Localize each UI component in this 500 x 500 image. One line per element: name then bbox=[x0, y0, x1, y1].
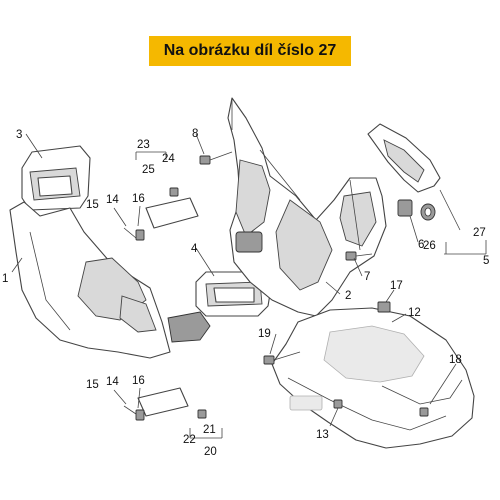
callout-5: 5 bbox=[483, 255, 489, 267]
callout-22: 22 bbox=[183, 434, 196, 446]
callout-4: 4 bbox=[191, 243, 198, 255]
callout-15b: 15 bbox=[86, 379, 99, 391]
part-1-front-shield bbox=[9, 201, 211, 359]
part-12-lower-panel bbox=[271, 307, 475, 449]
part-25-panel bbox=[145, 197, 199, 229]
callout-24: 24 bbox=[162, 153, 175, 165]
part-22-panel bbox=[137, 387, 189, 417]
callout-8: 8 bbox=[192, 128, 198, 140]
callout-23: 23 bbox=[137, 139, 150, 151]
part-26-grommet bbox=[420, 203, 436, 221]
header-title: Na obrázku díl číslo 27 bbox=[163, 42, 337, 59]
callout-20: 20 bbox=[204, 446, 217, 458]
callout-16b: 16 bbox=[132, 375, 145, 387]
part-6-clip bbox=[397, 199, 413, 217]
callout-13: 13 bbox=[316, 429, 329, 441]
callout-labels: 1 2 3 4 5 6 7 8 12 13 14 15 16 17 18 19 … bbox=[2, 128, 489, 458]
callout-1: 1 bbox=[2, 273, 8, 285]
callout-21: 21 bbox=[203, 424, 216, 436]
callout-14b: 14 bbox=[106, 376, 119, 388]
callout-15: 15 bbox=[86, 199, 99, 211]
callout-12: 12 bbox=[408, 307, 421, 319]
callout-18: 18 bbox=[449, 354, 462, 366]
callout-3: 3 bbox=[16, 129, 22, 141]
callout-7: 7 bbox=[364, 271, 370, 283]
part-3-cover bbox=[21, 145, 91, 211]
header-banner: Na obrázku díl číslo 27 bbox=[149, 36, 351, 66]
callout-2: 2 bbox=[345, 290, 351, 302]
callout-26: 26 bbox=[423, 240, 436, 252]
part-27-trim bbox=[367, 123, 441, 193]
callout-19: 19 bbox=[258, 328, 271, 340]
callout-25: 25 bbox=[142, 164, 155, 176]
leader-lines bbox=[11, 133, 487, 439]
callout-27: 27 bbox=[473, 227, 486, 239]
callout-16: 16 bbox=[132, 193, 145, 205]
fasteners bbox=[123, 151, 429, 421]
callout-6: 6 bbox=[418, 239, 424, 251]
callout-17: 17 bbox=[390, 280, 403, 292]
callout-14: 14 bbox=[106, 194, 119, 206]
part-2-inner-panel bbox=[227, 97, 387, 317]
